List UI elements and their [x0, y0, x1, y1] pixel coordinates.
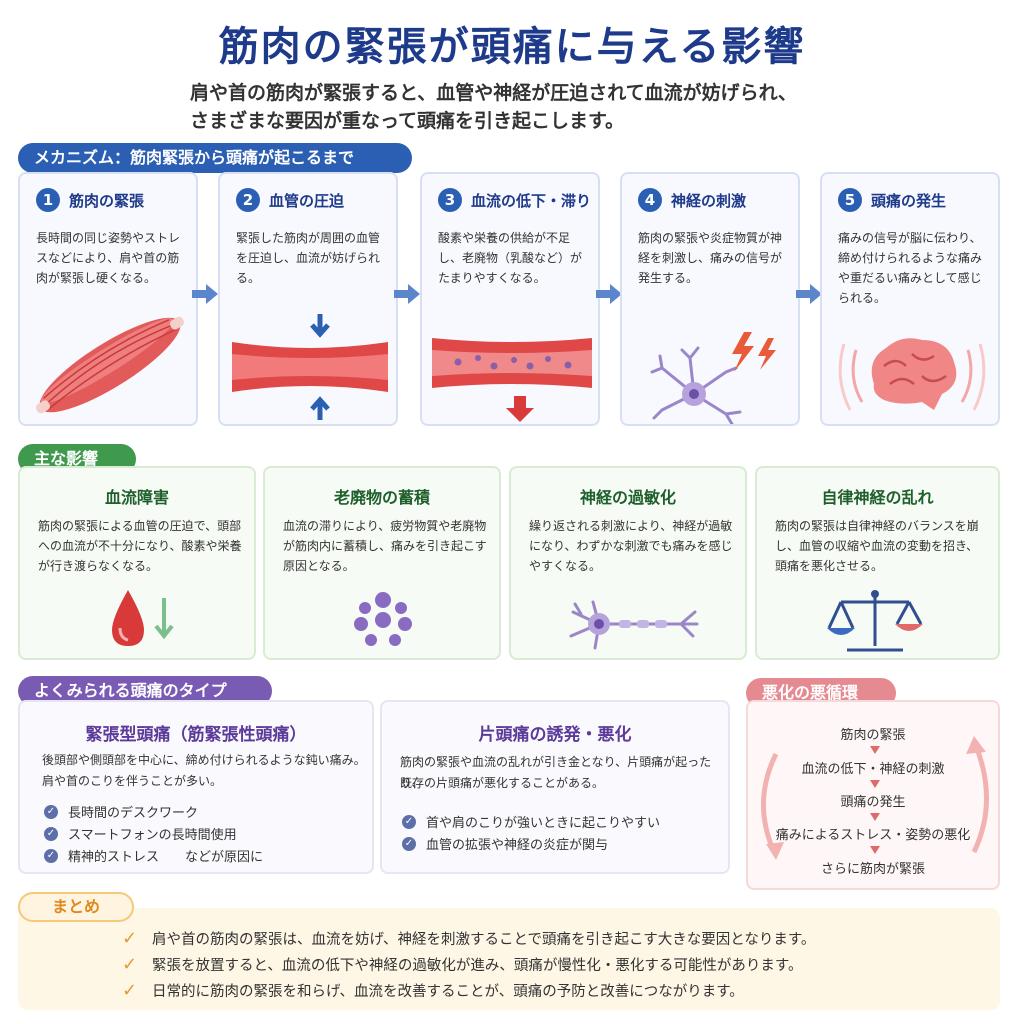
summary-section-label: まとめ — [18, 892, 134, 922]
right-arrow-icon — [192, 284, 218, 304]
cycle-step: 血流の低下・神経の刺激 — [801, 762, 945, 777]
step-number: 1 — [36, 188, 60, 212]
check-icon: ✓ — [44, 826, 58, 841]
cause-item: ✓精神的ストレス などが原因に — [44, 846, 263, 865]
right-arrow-icon — [394, 284, 420, 304]
effect-title: 老廃物の蓄積 — [333, 488, 430, 507]
mechanism-step-card: 1 筋肉の緊張 長時間の同じ姿勢やストレスなどにより、肩や首の筋肉が緊張し硬くなる… — [18, 172, 198, 426]
check-icon: ✓ — [44, 804, 58, 819]
check-icon: ✓ — [402, 836, 416, 851]
down-arrow-icon — [870, 813, 880, 821]
effect-title: 神経の過敏化 — [579, 488, 676, 507]
factor-item: ✓首や肩のこりが強いときに起こりやすい — [402, 812, 660, 831]
summary-box: ✓肩や首の筋肉の緊張は、血流を妨げ、神経を刺激することで頭痛を引き起こす大きな要… — [18, 908, 1000, 1010]
step-number: 5 — [838, 188, 862, 212]
effect-card: 血流障害 筋肉の緊張による血管の圧迫で、頭部への血流が不十分になり、酸素や栄養が… — [18, 466, 256, 660]
brain-icon — [838, 338, 986, 411]
cycle-arrows-icon — [761, 736, 989, 860]
step-text: 長時間の同じ姿勢やストレスなどにより、肩や首の筋肉が緊張し硬くなる。 — [36, 231, 181, 285]
summary-point: ✓日常的に筋肉の緊張を和らげ、血流を改善することが、頭痛の予防と改善につながりま… — [122, 980, 744, 1001]
type-text-line-2: 既存の片頭痛が悪化することがある。 — [400, 776, 605, 790]
down-arrow-icon — [870, 780, 880, 788]
nerve-cell-icon — [569, 600, 699, 650]
step-number: 3 — [438, 188, 462, 212]
step-title: 血流の低下・滞り — [471, 191, 592, 210]
subtitle-line-2: さまざまな要因が重なって頭痛を引き起こします。 — [190, 110, 625, 132]
cycle-step: 痛みによるストレス・姿勢の悪化 — [775, 828, 971, 843]
effect-text: 繰り返される刺激により、神経が過敏になり、わずかな刺激でも痛みを感じやすくなる。 — [529, 519, 733, 573]
cycle-step: 頭痛の発生 — [840, 795, 906, 810]
step-text: 緊張した筋肉が周囲の血管を圧迫し、血流が妨げられる。 — [236, 231, 381, 285]
effect-card: 自律神経の乱れ 筋肉の緊張は自律神経のバランスを崩し、血管の収縮や血流の変動を招… — [755, 466, 1000, 660]
down-arrow-icon — [870, 846, 880, 854]
type-text-line-1: 筋肉の緊張や血流の乱れが引き金となり、片頭痛が起ったり、 — [400, 755, 712, 790]
step-title: 頭痛の発生 — [871, 191, 947, 210]
down-arrow-icon — [870, 746, 880, 754]
summary-point: ✓緊張を放置すると、血流の低下や神経の過敏化が進み、頭痛が慢性化・悪化する可能性… — [122, 954, 803, 975]
balance-scale-icon — [827, 590, 923, 652]
step-title: 神経の刺激 — [671, 191, 747, 210]
compressed-vessel-icon — [232, 314, 388, 420]
effect-card: 神経の過敏化 繰り返される刺激により、神経が過敏になり、わずかな刺激でも痛みを感… — [509, 466, 747, 660]
mechanism-section-label: メカニズム：筋肉緊張から頭痛が起こるまで — [18, 143, 412, 173]
check-icon: ✓ — [402, 814, 416, 829]
step-text: 痛みの信号が脳に伝わり、締め付けられるような痛みや重だるい痛みとして感じられる。 — [838, 231, 983, 305]
cause-item: ✓長時間のデスクワーク — [44, 802, 198, 821]
effect-text: 血流の滞りにより、疲労物質や老廃物が筋肉内に蓄積し、痛みを引き起こす原因となる。 — [283, 519, 487, 573]
tension-headache-card: 緊張型頭痛（筋緊張性頭痛） 後頭部や側頭部を中心に、締め付けられるような鈍い痛み… — [18, 700, 374, 874]
check-icon: ✓ — [122, 954, 138, 975]
type-title: 片頭痛の誘発・悪化 — [478, 725, 632, 745]
factor-item: ✓血管の拡張や神経の炎症が関与 — [402, 834, 608, 853]
cause-item: ✓スマートフォンの長時間使用 — [44, 824, 237, 843]
migraine-card: 片頭痛の誘発・悪化 筋肉の緊張や血流の乱れが引き金となり、片頭痛が起ったり、 既… — [380, 700, 730, 874]
mechanism-step-card: 2 血管の圧迫 緊張した筋肉が周囲の血管を圧迫し、血流が妨げられる。 — [218, 172, 398, 426]
mechanism-step-card: 5 頭痛の発生 痛みの信号が脳に伝わり、締め付けられるような痛みや重だるい痛みとし… — [820, 172, 1000, 426]
effect-text: 筋肉の緊張は自律神経のバランスを崩し、血管の収縮や血流の変動を招き、頭痛を悪化さ… — [775, 519, 979, 573]
right-arrow-icon — [596, 284, 622, 304]
neuron-lightning-icon — [650, 332, 776, 424]
effect-title: 血流障害 — [104, 488, 169, 507]
right-arrow-icon — [796, 284, 822, 304]
summary-point: ✓肩や首の筋肉の緊張は、血流を妨げ、神経を刺激することで頭痛を引き起こす大きな要… — [122, 928, 816, 949]
step-title: 筋肉の緊張 — [69, 191, 145, 210]
cycle-step: 筋肉の緊張 — [840, 728, 906, 743]
check-icon: ✓ — [122, 928, 138, 949]
check-icon: ✓ — [122, 980, 138, 1001]
mechanism-step-card: 4 神経の刺激 筋肉の緊張や炎症物質が神経を刺激し、痛みの信号が発生する。 — [620, 172, 800, 426]
waste-particles-icon — [354, 592, 412, 646]
step-text: 筋肉の緊張や炎症物質が神経を刺激し、痛みの信号が発生する。 — [638, 231, 783, 285]
type-text-line-2: 肩や首のこりを伴うことが多い。 — [42, 774, 223, 788]
effect-title: 自律神経の乱れ — [821, 488, 934, 507]
mechanism-step-card: 3 血流の低下・滞り 酸素や栄養の供給が不足し、老廃物（乳酸など）がたまりやすくな… — [420, 172, 600, 426]
blood-drop-icon — [112, 590, 174, 646]
muscle-icon — [35, 316, 185, 414]
subtitle-line-1: 肩や首の筋肉が緊張すると、血管や神経が圧迫されて血流が妨げられ、 — [190, 82, 797, 104]
step-number: 2 — [236, 188, 260, 212]
type-text-line-1: 後頭部や側頭部を中心に、締め付けられるような鈍い痛み。 — [42, 753, 366, 767]
check-icon: ✓ — [44, 848, 58, 863]
vicious-cycle-card: 筋肉の緊張 血流の低下・神経の刺激 頭痛の発生 痛みによるストレス・姿勢の悪化 … — [746, 700, 1000, 890]
step-text: 酸素や栄養の供給が不足し、老廃物（乳酸など）がたまりやすくなる。 — [438, 231, 583, 285]
page-title: 筋肉の緊張が頭痛に与える影響 — [218, 24, 806, 70]
step-title: 血管の圧迫 — [269, 191, 345, 210]
step-number: 4 — [638, 188, 662, 212]
blood-flow-down-icon — [432, 338, 592, 422]
cycle-step: さらに筋肉が緊張 — [820, 862, 925, 877]
effect-card: 老廃物の蓄積 血流の滞りにより、疲労物質や老廃物が筋肉内に蓄積し、痛みを引き起こ… — [263, 466, 501, 660]
type-title: 緊張型頭痛（筋緊張性頭痛） — [85, 725, 307, 745]
effect-text: 筋肉の緊張による血管の圧迫で、頭部への血流が不十分になり、酸素や栄養が行き渡らな… — [38, 519, 242, 573]
